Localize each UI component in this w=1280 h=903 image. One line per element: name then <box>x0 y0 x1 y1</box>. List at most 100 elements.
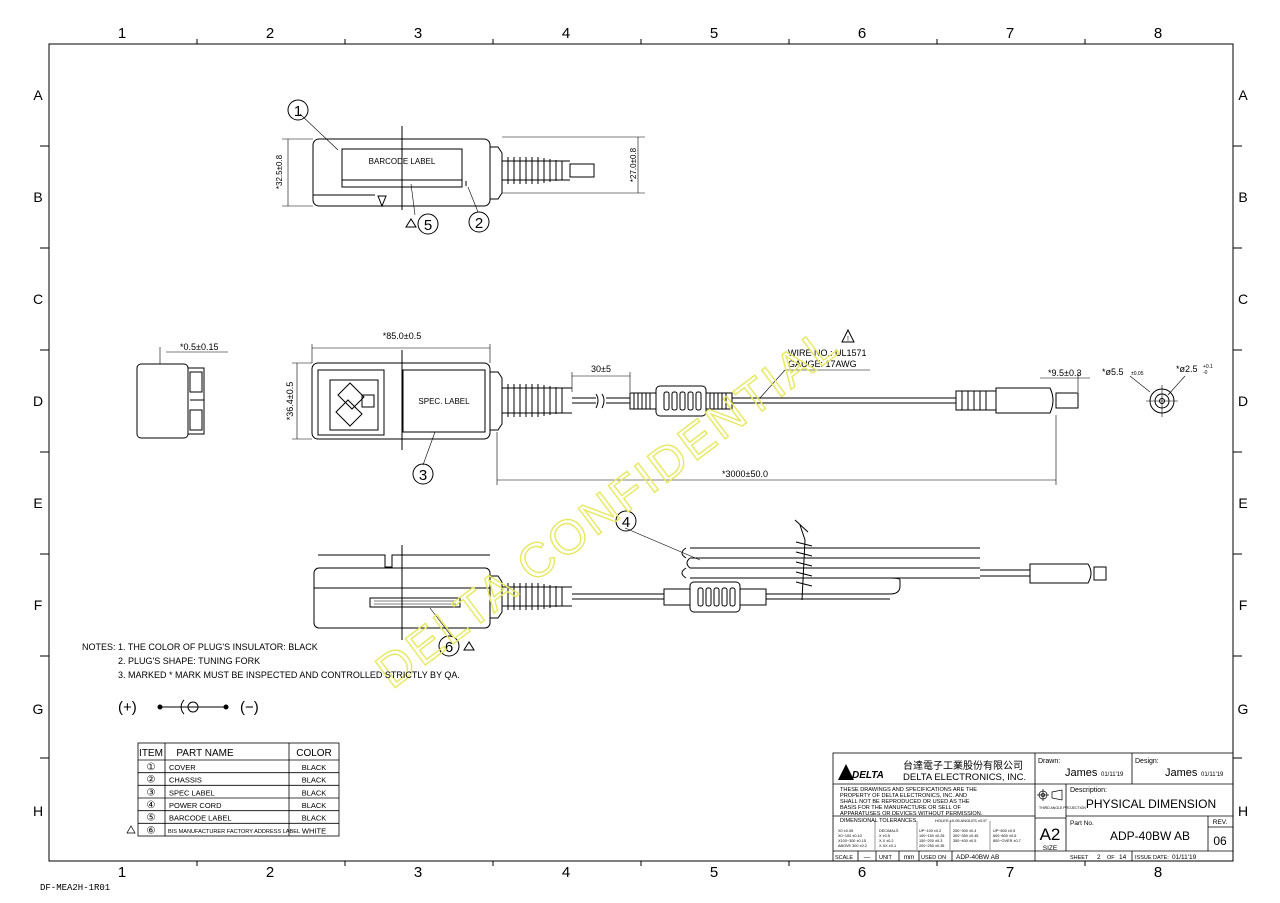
side-view-body <box>136 363 189 439</box>
drawn-name: James <box>1065 767 1098 779</box>
table-row-4-color: BLACK <box>302 801 327 810</box>
plug-end-view <box>1129 375 1186 417</box>
tol-col2b: X ±0.5 <box>879 834 890 838</box>
col-label-1-bottom: 1 <box>118 864 126 881</box>
table-row-2-color: BLACK <box>302 776 327 785</box>
callout-4: 4 <box>622 514 630 531</box>
row-label-e-right: E <box>1238 495 1247 511</box>
tol-col2a: DECIMALS <box>879 829 899 833</box>
table-header-item: ITEM <box>139 748 163 759</box>
col-label-2-bottom: 2 <box>266 864 274 881</box>
col-label-2-top: 2 <box>266 25 274 42</box>
tol-col1a: X0 ±0.05 <box>838 829 853 833</box>
sheet-label: SHEET <box>1070 855 1089 861</box>
used-on-label: USED ON <box>921 855 946 861</box>
side-view-prongs <box>188 367 205 435</box>
unit-label: UNIT <box>879 855 892 861</box>
property-line-2: PROPERTY OF DELTA ELECTRONICS, INC. AND <box>840 793 967 799</box>
bis-address-label <box>369 597 461 608</box>
polarity-plus: (+) <box>118 699 137 716</box>
tol-col4c: 350~400 ±0.5 <box>953 839 976 843</box>
table-row-1-item: ① <box>147 762 156 773</box>
front-view-strain-relief <box>502 384 572 417</box>
col-label-3-bottom: 3 <box>414 864 422 881</box>
column-labels: 1 2 3 4 5 6 7 8 1 2 3 4 5 6 7 8 <box>118 25 1162 881</box>
table-row-6-color: WHITE <box>302 826 326 835</box>
dim-plug: *9.5±0.3 <box>1048 368 1081 378</box>
dim-plug-od: *ø5.5 <box>1102 367 1124 377</box>
table-row-5-item: ⑤ <box>147 813 156 824</box>
company-name-en: DELTA ELECTRONICS, INC. <box>903 772 1026 783</box>
warning-triangle-wire <box>841 328 855 343</box>
callout-circle-5 <box>417 213 439 235</box>
front-view-plug-area <box>317 369 385 436</box>
tol-col2d: X.XX ±0.1 <box>879 844 896 848</box>
tol-col1d: ABOVE 300 ±0.2 <box>838 844 867 848</box>
scale-label: SCALE <box>835 855 853 861</box>
table-row-3-item: ③ <box>147 787 156 798</box>
row-label-e-left: E <box>33 495 42 511</box>
callout-6: 6 <box>445 639 453 656</box>
notes-head: NOTES: <box>82 642 116 652</box>
part-no-value: ADP-40BW AB <box>1110 829 1190 843</box>
table-row-4-item: ④ <box>147 800 156 811</box>
table-row-5-name: BARCODE LABEL <box>169 814 232 823</box>
scale-value: — <box>864 854 871 861</box>
table-row-2-name: CHASSIS <box>169 776 202 785</box>
polarity-minus: (−) <box>240 699 259 716</box>
dim-top-height-left: *32.5±0.8 <box>275 154 284 189</box>
issue-date-label: ISSUE DATE: <box>1135 855 1169 861</box>
table-row-3-color: BLACK <box>302 788 327 797</box>
property-line-5: APPARATUSES OR DEVICES WITHOUT PERMISSIO… <box>840 811 983 817</box>
part-no-label: Part No. <box>1070 820 1094 827</box>
table-row-1-color: BLACK <box>302 763 327 772</box>
property-line-4: BASIS FOR THE MANUFACTURE OR SELL OF <box>840 805 961 811</box>
top-view-strain-relief <box>502 157 595 184</box>
used-on-value: ADP-40BW AB <box>956 854 999 861</box>
col-label-5-bottom: 5 <box>710 864 718 881</box>
frame-ticks <box>40 39 1242 866</box>
col-label-7-bottom: 7 <box>1006 864 1014 881</box>
table-row-5-color: BLACK <box>302 814 327 823</box>
description-value: PHYSICAL DIMENSION <box>1086 797 1216 811</box>
table-row-1-name: COVER <box>169 763 196 772</box>
tol-col2c: X.X ±0.2 <box>879 839 894 843</box>
row-label-g-left: G <box>33 701 44 717</box>
col-label-8-top: 8 <box>1154 25 1162 42</box>
wire-no: WIRE NO.: UL1571 <box>788 348 867 358</box>
table-header-color: COLOR <box>296 748 332 759</box>
wire-warning-mark: ! <box>847 336 849 343</box>
dim-side-thickness: *0.5±0.15 <box>180 342 218 352</box>
dim-plug-id-tol-lo: -0 <box>1203 370 1208 376</box>
row-label-b-right: B <box>1238 189 1247 205</box>
rev-value: 06 <box>1213 834 1227 848</box>
callout-circle-4 <box>615 510 637 532</box>
col-label-3-top: 3 <box>414 25 422 42</box>
row-label-f-left: F <box>34 597 43 613</box>
drawn-date: 01/11'19 <box>1101 772 1124 778</box>
dim-front-width: *85.0±0.5 <box>383 331 421 341</box>
col-label-4-bottom: 4 <box>562 864 570 881</box>
col-label-5-top: 5 <box>710 25 718 42</box>
row-label-c-left: C <box>33 291 43 307</box>
side-view <box>136 347 228 439</box>
table-row-3-name: SPEC LABEL <box>169 788 215 797</box>
polarity-diagram <box>157 699 229 715</box>
row-label-d-right: D <box>1238 393 1248 409</box>
tol-col3c: 150~200 ±0.3 <box>919 839 942 843</box>
tol-col5b: 600~800 ±0.6 <box>993 834 1016 838</box>
front-view-spec-label-box <box>402 369 486 433</box>
dim-plug-id-tol-hi: +0.1 <box>1203 364 1213 370</box>
tol-col5a: UP~600 ±0.5 <box>993 829 1015 833</box>
col-label-7-top: 7 <box>1006 25 1014 42</box>
row-label-d-left: D <box>33 393 43 409</box>
coiled-cord <box>681 519 1030 601</box>
row-label-h-left: H <box>33 803 43 819</box>
drawn-label: Drawn: <box>1038 758 1060 765</box>
wire-gauge: GAUGE: 17AWG <box>788 359 857 369</box>
dc-plug-front <box>955 387 1079 414</box>
row-label-f-right: F <box>1239 597 1248 613</box>
dim-30: 30±5 <box>591 364 611 374</box>
table-row-2-item: ② <box>147 775 156 786</box>
